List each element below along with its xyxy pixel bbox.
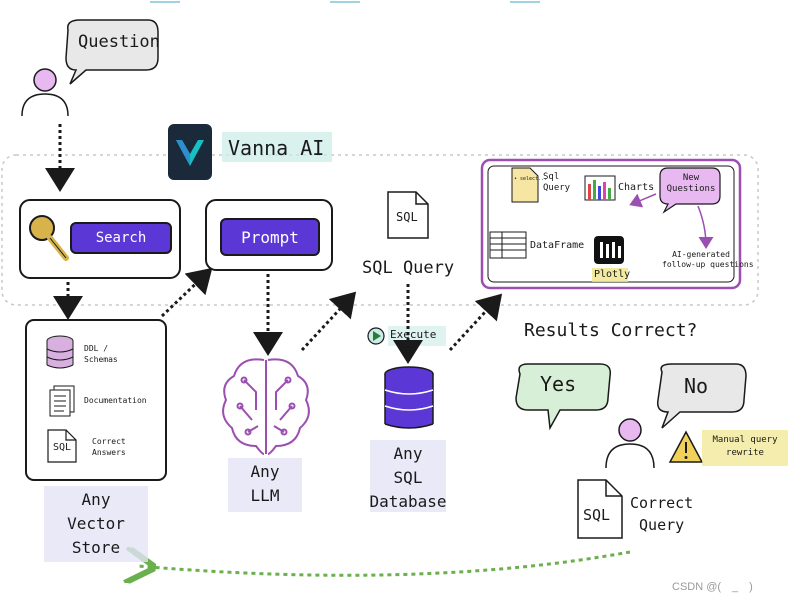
dataframe-icon (489, 231, 527, 259)
result-dataframe: DataFrame (530, 240, 585, 251)
sql-query-label: SQL Query (362, 258, 455, 278)
correct-answers-sql-text: SQL (53, 442, 72, 453)
sql-query-icon (511, 167, 539, 203)
correct-answers-label: Correct Answers (92, 437, 126, 457)
results-correct-label: Results Correct? (524, 320, 698, 341)
correct-query-sql-icon (577, 479, 623, 539)
warning-icon (668, 430, 704, 463)
sql-database-icon (384, 366, 434, 429)
correct-query-label: Correct Query (630, 494, 694, 534)
sql-icon-text: SQL (396, 210, 418, 224)
prompt-button[interactable]: Prompt (220, 218, 320, 256)
magnifier-icon (29, 215, 69, 261)
manual-rewrite-highlight (702, 430, 788, 466)
llm-label-highlight (228, 458, 302, 512)
ddl-database-icon (46, 335, 74, 369)
arrow-llm-to-sql (300, 291, 357, 352)
yes-bubble (515, 363, 612, 431)
correct-answers-icon (47, 429, 77, 463)
system-boundary (1, 154, 759, 306)
play-triangle (373, 331, 381, 341)
no-label: No (684, 374, 709, 398)
documentation-label: Documentation (84, 396, 147, 405)
arrow-charts-bubble (629, 193, 657, 208)
correct-query-sql-text: SQL (583, 506, 611, 524)
vector-store-label: Any Vector Store (67, 490, 125, 557)
result-plotly: Plotly (594, 269, 631, 280)
arrow-database-to-results (448, 293, 503, 352)
question-label: Question (78, 32, 160, 52)
feedback-arrow (138, 552, 631, 575)
vanna-logo (168, 124, 212, 180)
database-label: Any SQL Database (369, 444, 447, 511)
llm-label: Any LLM (250, 462, 280, 505)
db-label-highlight (370, 440, 446, 512)
yes-label: Yes (540, 372, 577, 396)
result-charts: Charts (618, 182, 655, 193)
user-icon (21, 68, 69, 117)
llm-brain-icon (222, 358, 310, 455)
new-questions-bubble (659, 167, 721, 214)
reviewer-user-icon (605, 418, 655, 469)
search-button[interactable]: Search (70, 222, 172, 254)
watermark: CSDN @( _ ) (672, 581, 753, 593)
arrow-bubble-followup (697, 205, 714, 249)
charts-icon (584, 175, 616, 201)
vanna-highlight (222, 132, 332, 162)
ddl-label: DDL / Schemas (84, 344, 118, 364)
no-bubble (656, 363, 747, 429)
execute-label: Execute (390, 328, 437, 341)
plotly-highlight (592, 268, 628, 282)
question-bubble (65, 19, 159, 85)
arrow-store-to-prompt (160, 267, 213, 318)
result-ai-followup: AI-generated follow-up questions (662, 250, 754, 269)
brand-name: Vanna AI (228, 136, 325, 160)
result-new-questions: New Questions (666, 173, 716, 194)
plotly-icon (594, 236, 624, 264)
sql-document-icon (387, 191, 429, 239)
documentation-icon (49, 385, 75, 417)
result-sql-query: Sql Query (543, 172, 571, 193)
select-snippet: • select... (514, 176, 548, 182)
store-label-highlight (44, 486, 148, 562)
manual-rewrite-label: Manual query rewrite (712, 435, 778, 458)
